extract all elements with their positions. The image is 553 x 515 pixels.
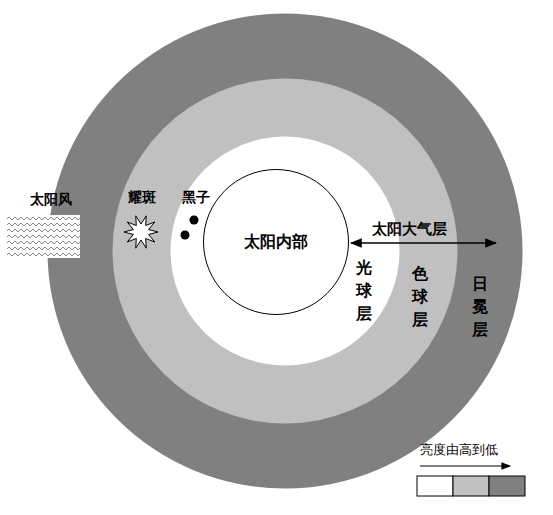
brightness-swatch bbox=[453, 476, 489, 496]
layer-name: 日冕层 bbox=[472, 272, 488, 342]
flare-symbol bbox=[124, 216, 158, 248]
solar-interior: 太阳内部 bbox=[203, 169, 349, 315]
atmosphere-label: 太阳大气层 bbox=[372, 220, 447, 239]
sunspot-label: 黑子 bbox=[182, 189, 210, 207]
corona-layer: 日冕层 色球层 光球层 太阳内部 bbox=[47, 13, 523, 489]
legend-arrow bbox=[420, 465, 510, 466]
circle-fill bbox=[48, 14, 523, 489]
flare-label: 耀斑 bbox=[128, 189, 156, 207]
sunspot-dot bbox=[190, 216, 199, 225]
brightness-swatch bbox=[489, 476, 525, 496]
solar-wind-label: 太阳风 bbox=[30, 191, 72, 209]
circle-fill bbox=[204, 170, 349, 315]
layer-name: 色球层 bbox=[412, 262, 428, 332]
legend-title: 亮度由高到低 bbox=[420, 441, 498, 459]
solar-wind-band bbox=[7, 215, 80, 258]
sunspot-dot bbox=[181, 231, 190, 240]
chromosphere-layer: 色球层 光球层 太阳内部 bbox=[112, 78, 458, 424]
circle-fill bbox=[171, 137, 400, 366]
layer-name: 光球层 bbox=[356, 256, 372, 326]
brightness-swatch bbox=[417, 476, 453, 496]
circle-fill bbox=[113, 79, 458, 424]
photosphere-layer: 光球层 太阳内部 bbox=[170, 136, 400, 366]
layer-name: 太阳内部 bbox=[244, 232, 308, 253]
span-arrow bbox=[351, 242, 496, 244]
